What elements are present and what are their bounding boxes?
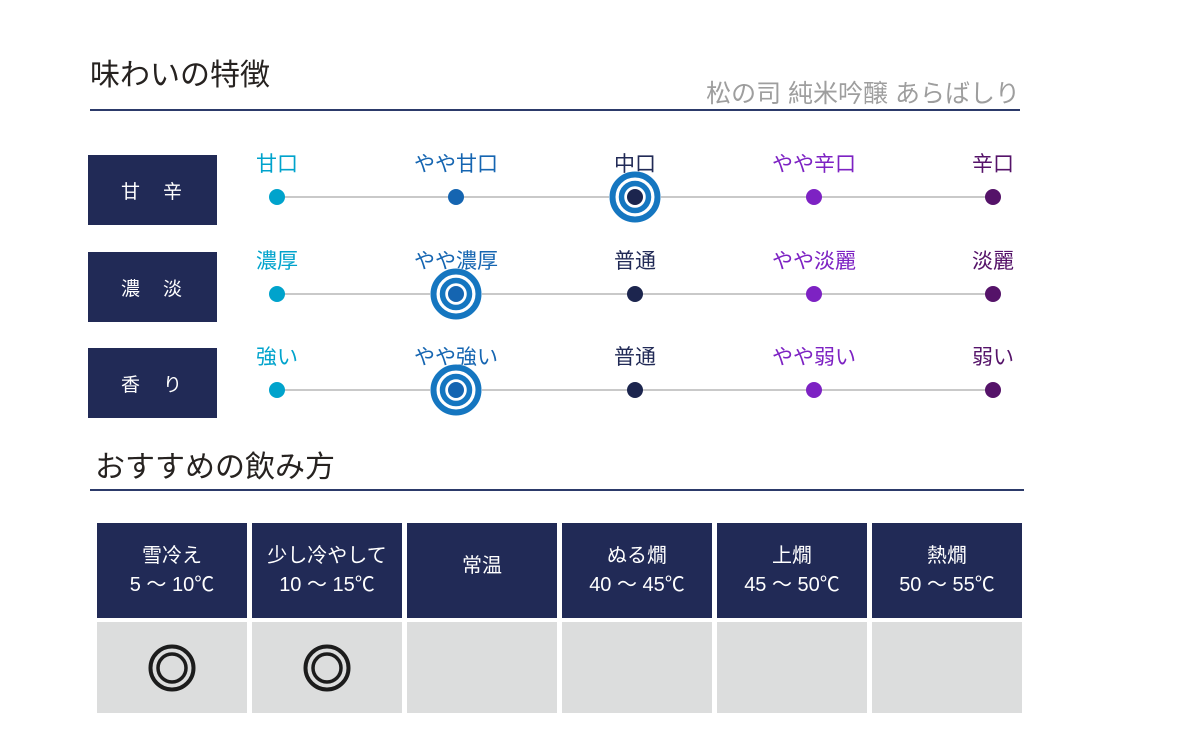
scale-point-dot bbox=[806, 382, 822, 398]
serve-col-temp: 5 ～ 10℃ bbox=[129, 574, 215, 596]
double-circle-mark-icon bbox=[303, 644, 351, 691]
scale-point-dot bbox=[269, 286, 285, 302]
scale-option-label: 強い bbox=[256, 346, 298, 369]
scale-option-label: やや濃厚 bbox=[414, 250, 498, 273]
scale-point-dot bbox=[806, 189, 822, 205]
scale-row-sweet-dry: 甘 辛 甘口 やや甘口 中口 やや辛口 辛口 bbox=[0, 153, 1200, 235]
serve-col-name: 熱燗 bbox=[927, 545, 967, 567]
category-box-sweet-dry: 甘 辛 bbox=[88, 155, 217, 225]
scale-point-dot bbox=[985, 382, 1001, 398]
selected-bullseye-marker bbox=[609, 171, 661, 223]
category-label: 甘 辛 bbox=[120, 181, 184, 203]
scale-point-dot bbox=[448, 189, 464, 205]
serve-col-jokan: 上燗 45 ～ 50℃ bbox=[717, 523, 867, 618]
serving-section-title: おすすめの飲み方 bbox=[95, 451, 335, 484]
category-label: 香 り bbox=[120, 374, 184, 396]
serve-col-name: 常温 bbox=[462, 555, 502, 577]
page-title: 味わいの特徴 bbox=[90, 59, 270, 92]
scale-option-label: 淡麗 bbox=[972, 250, 1014, 273]
serve-mark-cell bbox=[562, 622, 712, 713]
scale-point-dot bbox=[627, 382, 643, 398]
serving-title-underline bbox=[90, 489, 1024, 491]
serve-col-joon: 常温 bbox=[407, 523, 557, 618]
selected-bullseye-marker bbox=[430, 268, 482, 320]
scale-option-label: 弱い bbox=[972, 346, 1014, 369]
title-underline bbox=[90, 109, 1020, 111]
serve-mark-cell bbox=[252, 622, 402, 713]
serve-col-name: 少し冷やして bbox=[267, 545, 387, 567]
serve-col-temp: 50 ～ 55℃ bbox=[899, 574, 995, 596]
serve-col-name: 上燗 bbox=[772, 545, 812, 567]
product-name: 松の司 純米吟醸 あらばしり bbox=[706, 80, 1020, 108]
serve-col-temp: 40 ～ 45℃ bbox=[589, 574, 685, 596]
category-box-rich-light: 濃 淡 bbox=[88, 252, 217, 322]
scale-row-rich-light: 濃 淡 濃厚 やや濃厚 普通 やや淡麗 淡麗 bbox=[0, 250, 1200, 332]
scale-row-aroma: 香 り 強い やや強い 普通 やや弱い 弱い bbox=[0, 346, 1200, 428]
serving-temperature-table: 雪冷え 5 ～ 10℃ 少し冷やして 10 ～ 15℃ 常温 ぬる燗 40 ～ … bbox=[97, 523, 1027, 713]
scale-point-dot bbox=[985, 189, 1001, 205]
scale-point-dot bbox=[269, 382, 285, 398]
category-label: 濃 淡 bbox=[120, 278, 184, 300]
scale-option-label: 中口 bbox=[614, 153, 656, 176]
double-circle-mark-icon bbox=[148, 644, 196, 691]
serve-col-sukoshi-hiyashite: 少し冷やして 10 ～ 15℃ bbox=[252, 523, 402, 618]
serve-mark-cell bbox=[97, 622, 247, 713]
serve-mark-cell bbox=[872, 622, 1022, 713]
serve-col-name: ぬる燗 bbox=[607, 545, 667, 567]
scale-point-dot bbox=[269, 189, 285, 205]
serving-table-body-row bbox=[97, 622, 1027, 713]
scale-point-dot bbox=[806, 286, 822, 302]
serve-col-yukibie: 雪冷え 5 ～ 10℃ bbox=[97, 523, 247, 618]
selected-bullseye-marker bbox=[430, 364, 482, 416]
serve-col-nurukan: ぬる燗 40 ～ 45℃ bbox=[562, 523, 712, 618]
scale-option-label: やや弱い bbox=[772, 346, 856, 369]
serve-col-temp: 10 ～ 15℃ bbox=[279, 574, 375, 596]
scale-option-label: 濃厚 bbox=[256, 250, 298, 273]
scale-option-label: 普通 bbox=[614, 346, 656, 369]
category-box-aroma: 香 り bbox=[88, 348, 217, 418]
serve-mark-cell bbox=[407, 622, 557, 713]
serving-table-header-row: 雪冷え 5 ～ 10℃ 少し冷やして 10 ～ 15℃ 常温 ぬる燗 40 ～ … bbox=[97, 523, 1027, 618]
serve-mark-cell bbox=[717, 622, 867, 713]
scale-option-label: 普通 bbox=[614, 250, 656, 273]
scale-option-label: やや強い bbox=[414, 346, 498, 369]
scale-point-dot bbox=[985, 286, 1001, 302]
serve-col-temp: 45 ～ 50℃ bbox=[744, 574, 840, 596]
scale-point-dot bbox=[627, 286, 643, 302]
scale-option-label: やや甘口 bbox=[414, 153, 498, 176]
scale-option-label: やや淡麗 bbox=[772, 250, 856, 273]
serve-col-name: 雪冷え bbox=[142, 545, 202, 567]
scale-option-label: 辛口 bbox=[972, 153, 1014, 176]
scale-option-label: やや辛口 bbox=[772, 153, 856, 176]
serve-col-atsukan: 熱燗 50 ～ 55℃ bbox=[872, 523, 1022, 618]
scale-option-label: 甘口 bbox=[256, 153, 298, 176]
